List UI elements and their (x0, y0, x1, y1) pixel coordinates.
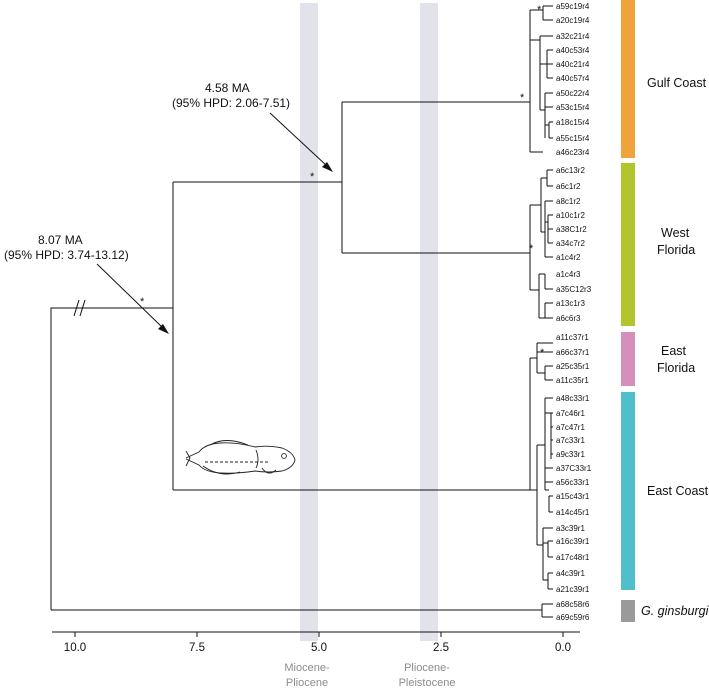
tip-label: a17c48r1 (556, 553, 590, 562)
tip-label: a3c39r1 (556, 524, 585, 533)
axis-break-mark (73, 299, 80, 317)
axis-tick-label: 0.0 (555, 642, 571, 654)
tip-label: a11c37r1 (556, 333, 589, 342)
axis-tick-label: 10.0 (64, 642, 86, 654)
axis-break-mark (79, 299, 86, 317)
support-star: * (520, 92, 525, 104)
axis-tick-label: 7.5 (189, 642, 205, 654)
pliocene-pleistocene-label-line2: Pleistocene (399, 677, 456, 689)
root-hpd-label: (95% HPD: 3.74-13.12) (4, 248, 129, 262)
tip-label: a66c37r1 (556, 348, 590, 357)
gulf-westfl-arrow (269, 112, 328, 167)
east-florida-label-line1: East (661, 344, 687, 358)
support-star: * (310, 171, 315, 183)
tip-label: a6c13r2 (556, 166, 585, 175)
tip-label: a46c23r4 (556, 148, 590, 157)
miocene-pliocene-label-line1: Miocene- (284, 662, 330, 674)
outgroup-label: G. ginsburgi (641, 604, 709, 618)
tip-label: a37C33r1 (556, 464, 592, 473)
outgroup-bar (621, 600, 635, 622)
axis-tick-label: 2.5 (433, 642, 449, 654)
pliocene-pleistocene-label-line1: Pliocene- (404, 662, 450, 674)
root-arrow (96, 263, 164, 329)
gulf-coast-label: Gulf Coast (647, 76, 707, 90)
axis-tick-label: 5.0 (311, 642, 327, 654)
tip-label: a40c21r4 (556, 60, 590, 69)
outgroup-subtree (541, 603, 553, 618)
tip-label: a20c19r4 (556, 16, 590, 25)
tip-label: a48c33r1 (556, 394, 590, 403)
tip-label: a56c33r1 (556, 478, 590, 487)
tip-label: a13c1r3 (556, 299, 585, 308)
gulf-westfl-hpd-label: (95% HPD: 2.06-7.51) (172, 96, 290, 110)
tip-label: a7c33r1 (556, 436, 585, 445)
pliocene-pleistocene-band (420, 3, 438, 641)
gulf-coast-bar (621, 0, 635, 158)
tip-label: a50c22r4 (556, 89, 590, 98)
tip-label: a32c21r4 (556, 32, 590, 41)
tip-label: a18c15r4 (556, 118, 590, 127)
root-branch (50, 307, 173, 610)
time-axis: 10.0 7.5 5.0 2.5 0.0 (52, 631, 580, 654)
support-star: * (140, 296, 145, 308)
tip-label: a11c35r1 (556, 376, 589, 385)
tip-label: a4c39r1 (556, 569, 585, 578)
tip-label: a7c46r1 (556, 409, 585, 418)
tip-label: a40c53r4 (556, 46, 590, 55)
tip-label: a25c35r1 (556, 362, 590, 371)
support-star: * (540, 347, 545, 359)
east-coast-bar (621, 392, 635, 590)
tip-label: a21c39r1 (556, 585, 590, 594)
west-florida-label-line1: West (661, 226, 690, 240)
east-florida-bar (621, 332, 635, 386)
root-arrowhead (158, 324, 169, 334)
west-florida-label-line2: Florida (657, 243, 695, 257)
tip-label: a10c1r2 (556, 211, 585, 220)
support-star: * (537, 4, 542, 16)
tip-label: a34c7r2 (556, 239, 585, 248)
gulf-westfl-arrowhead (322, 162, 333, 172)
tip-label: a14c45r1 (556, 508, 590, 517)
tip-label: a59c19r4 (556, 2, 590, 11)
west-florida-subtree (529, 169, 553, 319)
east-subtree (529, 342, 553, 590)
tip-label: a40c57r4 (556, 74, 590, 83)
root-date-label: 8.07 MA (38, 233, 83, 247)
tip-labels: a59c19r4 a20c19r4 a32c21r4 a40c53r4 a40c21r4… (556, 2, 592, 622)
tip-label: a53c15r4 (556, 103, 590, 112)
tip-label: a7c47r1 (556, 423, 585, 432)
tip-label: a8c1r2 (556, 197, 581, 206)
tip-label: a38C1r2 (556, 225, 587, 234)
backbone-branches (50, 101, 542, 611)
tip-label: a69c59r6 (556, 613, 590, 622)
support-star: * (529, 243, 534, 255)
tip-label: a16c39r1 (556, 537, 590, 546)
goby-fish-illustration (185, 440, 296, 475)
west-florida-bar (621, 163, 635, 326)
tip-label: a15c43r1 (556, 492, 590, 501)
gulf-coast-subtree (529, 5, 553, 153)
east-florida-label-line2: Florida (657, 361, 695, 375)
tip-label: a1c4r2 (556, 253, 581, 262)
tip-label: a68c58r6 (556, 600, 590, 609)
tip-label: a35C12r3 (556, 285, 592, 294)
miocene-pliocene-band (300, 3, 318, 641)
tip-label: a6c1r2 (556, 182, 581, 191)
east-coast-label: East Coast (647, 484, 709, 498)
tip-label: a55c15r4 (556, 134, 590, 143)
tip-label: a6c6r3 (556, 314, 581, 323)
tip-label: a1c4r3 (556, 270, 581, 279)
tip-label: a9c33r1 (556, 450, 585, 459)
miocene-pliocene-label-line2: Pliocene (286, 677, 328, 689)
gulf-westfl-date-label: 4.58 MA (205, 81, 250, 95)
